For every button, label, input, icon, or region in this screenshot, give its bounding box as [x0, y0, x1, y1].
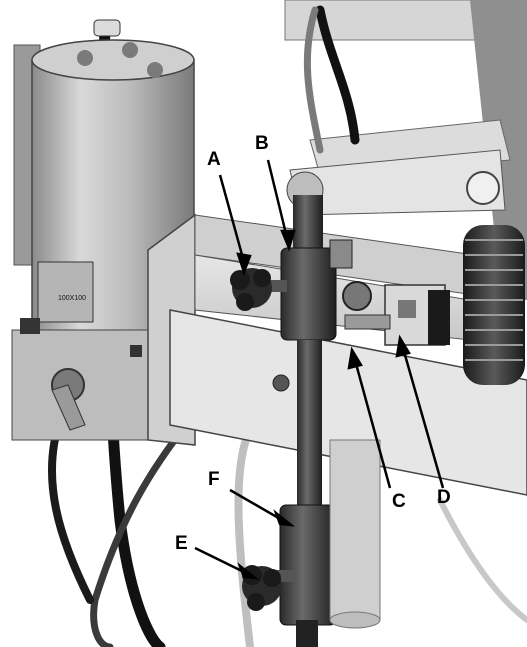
manifold-block	[11, 318, 153, 441]
callout-label-c: C	[392, 491, 406, 512]
callout-label-b: B	[255, 133, 269, 154]
callout-label-e: E	[175, 533, 188, 554]
pneumatic-hoses	[47, 5, 527, 647]
lower-cylinder	[329, 439, 381, 629]
limit-switch	[342, 281, 450, 346]
vertical-post	[279, 195, 353, 647]
callout-label-f: F	[208, 469, 220, 490]
return-spring	[463, 225, 525, 385]
callout-arrows	[194, 159, 445, 580]
cylinder-plate-text: 100X100	[58, 295, 86, 302]
callout-label-d: D	[437, 487, 451, 508]
callout-label-a: A	[207, 149, 221, 170]
star-knob-a	[230, 268, 287, 311]
